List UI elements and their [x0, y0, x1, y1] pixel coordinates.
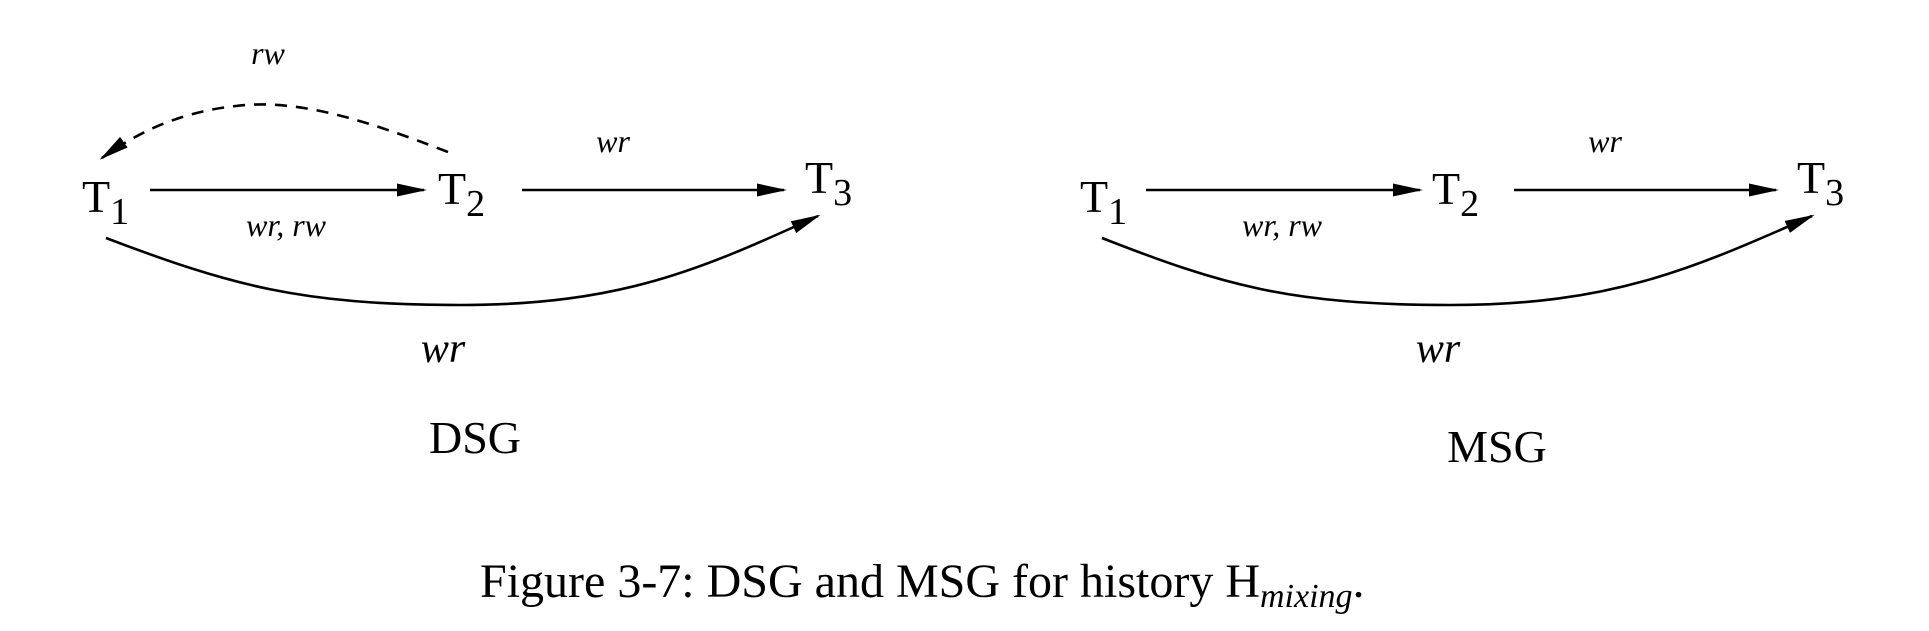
dsg-node-t1: T1 — [82, 171, 129, 233]
caption-text: Figure 3-7: DSG and MSG for history H — [480, 555, 1260, 608]
dsg-node-t2: T2 — [438, 163, 485, 225]
caption-subscript: mixing — [1260, 578, 1353, 615]
msg-label-t1-t3: wr — [1416, 326, 1461, 372]
msg-title: MSG — [1447, 421, 1547, 472]
msg-label-t1-t2: wr, rw — [1242, 207, 1323, 243]
msg-node-t2: T2 — [1432, 163, 1479, 225]
dsg-node-t3: T3 — [805, 152, 852, 214]
msg-node-t1: T1 — [1080, 171, 1127, 233]
dsg-graph: T1 T2 T3 wr, rw rw wr wr DSG — [82, 35, 852, 463]
dsg-label-t1-t3: wr — [421, 326, 466, 372]
dsg-label-t1-t2: wr, rw — [246, 207, 327, 243]
dsg-title: DSG — [429, 412, 521, 463]
dsg-label-t2-t3: wr — [596, 123, 630, 159]
msg-edge-t1-t3 — [1101, 214, 1815, 307]
dsg-edge-t1-t3 — [105, 214, 821, 307]
msg-label-t2-t3: wr — [1588, 123, 1622, 159]
msg-graph: T1 T2 T3 wr, rw wr wr MSG — [1080, 123, 1844, 472]
msg-node-t3: T3 — [1797, 152, 1844, 214]
dsg-edge-t2-t1-dashed — [99, 103, 449, 160]
dsg-label-t2-t1: rw — [251, 35, 285, 71]
figure-caption: Figure 3-7: DSG and MSG for history Hmix… — [480, 555, 1365, 615]
caption-suffix: . — [1353, 555, 1365, 608]
